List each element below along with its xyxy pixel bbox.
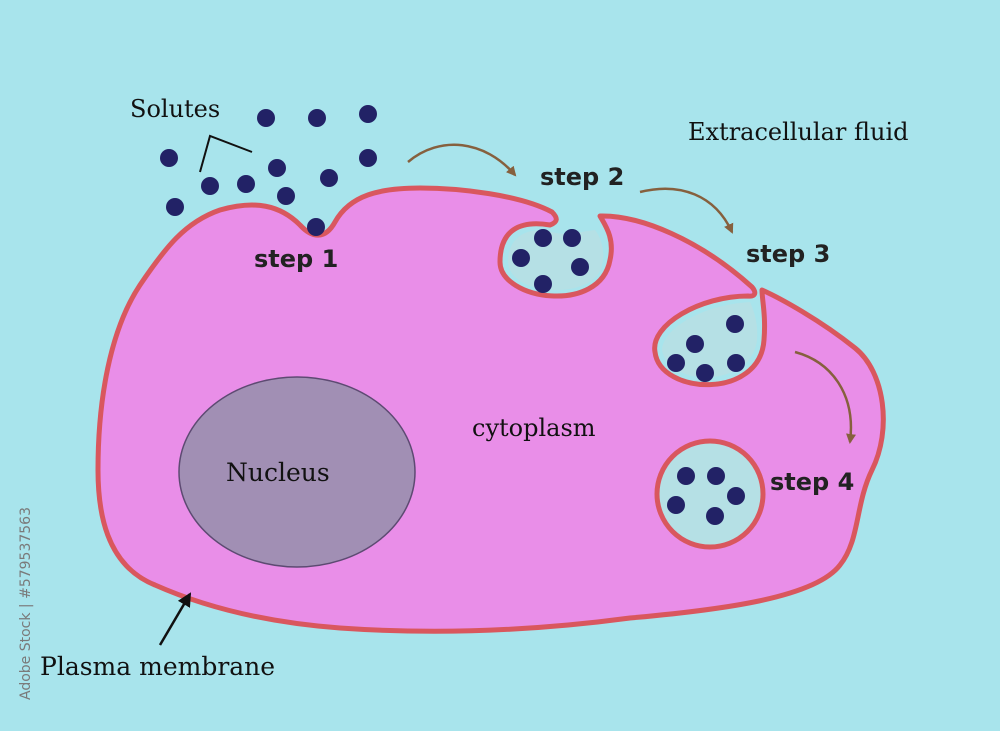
solutes-pointer <box>199 134 253 173</box>
solute-dot <box>707 467 725 485</box>
solute-dot <box>277 187 295 205</box>
nucleus-label: Nucleus <box>226 458 330 487</box>
arrow-step2-to-step3 <box>639 187 734 234</box>
extracellular-label: Extracellular fluid <box>688 118 909 146</box>
step4-label: step 4 <box>770 468 854 496</box>
plasma-membrane-label: Plasma membrane <box>40 652 275 681</box>
solute-dot <box>686 335 704 353</box>
solute-dot <box>166 198 184 216</box>
step2-label: step 2 <box>540 163 624 191</box>
solute-dot <box>727 487 745 505</box>
solute-dot <box>677 467 695 485</box>
cytoplasm-label: cytoplasm <box>472 414 596 442</box>
solute-dot <box>727 354 745 372</box>
solute-dot <box>571 258 589 276</box>
solute-dot <box>706 507 724 525</box>
arrow-step1-to-step2 <box>407 143 517 177</box>
solute-dot <box>696 364 714 382</box>
solute-dot <box>534 275 552 293</box>
nucleus <box>178 376 416 568</box>
solute-dot <box>307 218 325 236</box>
solute-dot <box>359 105 377 123</box>
arrow-step3-to-step4 <box>794 350 856 444</box>
solute-dot <box>237 175 255 193</box>
solute-dot <box>512 249 530 267</box>
step3-label: step 3 <box>746 240 830 268</box>
solute-dot <box>563 229 581 247</box>
solute-dot <box>160 149 178 167</box>
solute-dot <box>257 109 275 127</box>
solutes-label: Solutes <box>130 95 220 123</box>
solute-dot <box>667 496 685 514</box>
solutes-group <box>160 105 745 525</box>
solute-dot <box>201 177 219 195</box>
solute-dot <box>308 109 326 127</box>
solute-dot <box>667 354 685 372</box>
step1-label: step 1 <box>254 245 338 273</box>
plasma-membrane-pointer <box>158 592 192 646</box>
solute-dot <box>268 159 286 177</box>
stock-watermark: Adobe Stock | #579537563 <box>18 507 34 700</box>
solute-dot <box>726 315 744 333</box>
solute-dot <box>359 149 377 167</box>
solute-dot <box>320 169 338 187</box>
step4-vesicle <box>654 438 766 550</box>
solute-dot <box>534 229 552 247</box>
